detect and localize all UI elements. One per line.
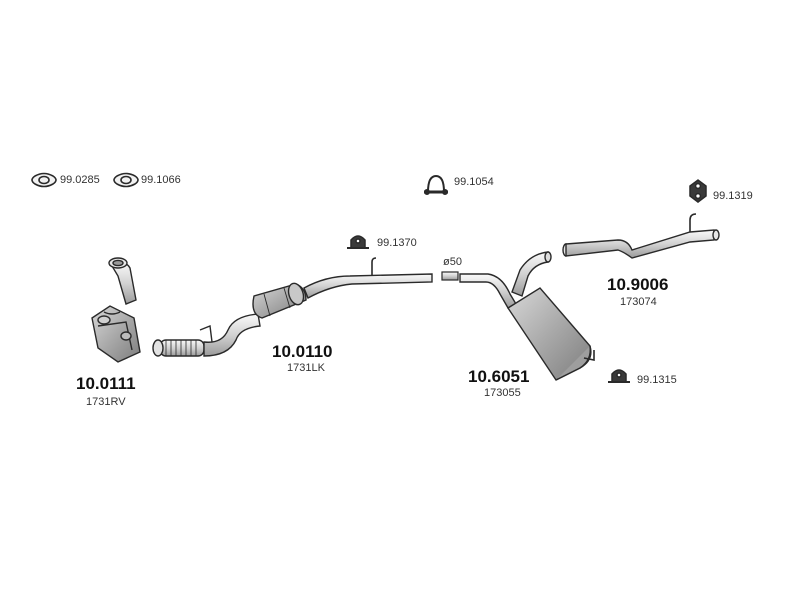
hanger-label: 99.1315 [637,374,677,386]
part-code: 10.0110 [272,342,333,361]
hanger-label: 99.1319 [713,190,753,202]
pipe-sleeve [441,271,459,281]
rubber-hanger-icon [689,179,707,203]
clamp-icon [424,174,448,195]
rubber-hanger-icon [608,369,630,383]
front-catalyst-part [91,257,141,363]
part-code: 10.6051 [468,367,530,386]
part-reference: 173055 [484,387,521,399]
part-reference: 173074 [620,296,657,308]
clamp-label: 99.1054 [454,176,494,188]
silencer-part [459,251,595,381]
gasket-icon [31,172,57,188]
gasket-icon [113,172,139,188]
part-code: 10.0111 [76,374,136,393]
gasket-label: 99.0285 [60,174,100,186]
mid-catalyst-part [152,257,433,357]
pipe-diameter-label: ø50 [443,256,462,268]
hanger-label: 99.1370 [377,237,417,249]
tailpipe-part [562,213,720,259]
rubber-hanger-icon [347,235,369,249]
part-reference: 1731RV [86,396,126,408]
gasket-label: 99.1066 [141,174,181,186]
part-code: 10.9006 [607,275,669,294]
part-reference: 1731LK [287,362,325,374]
